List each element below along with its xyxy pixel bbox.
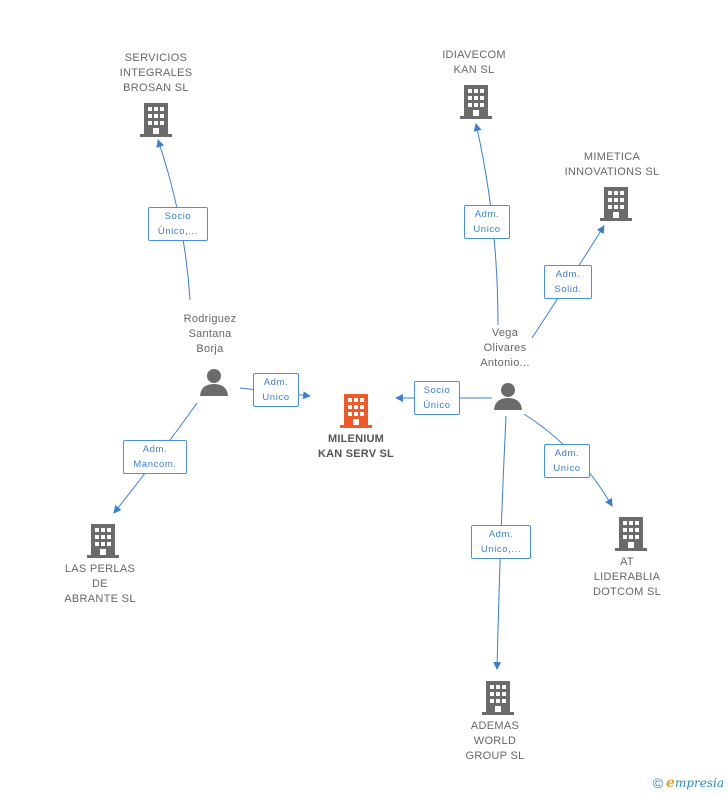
building-icon[interactable]: [615, 515, 647, 551]
node-line: IDIAVECOM: [442, 49, 506, 61]
company-label-at[interactable]: AT LIDERABLIA DOTCOM SL: [572, 555, 682, 600]
edge-label-line: Solid.: [554, 284, 582, 295]
person-label-vega[interactable]: Vega Olivares Antonio...: [450, 326, 560, 371]
building-icon[interactable]: [87, 522, 119, 558]
company-label-idiavecom[interactable]: IDIAVECOM KAN SL: [414, 48, 534, 78]
center-company-label[interactable]: MILENIUM KAN SERV SL: [296, 432, 416, 462]
edge-label-line: Adm.: [555, 269, 581, 280]
person-label-rodriguez[interactable]: Rodriguez Santana Borja: [150, 312, 270, 357]
node-line: DE: [92, 578, 108, 590]
edge-label-line: Adm.: [474, 209, 500, 220]
building-icon[interactable]: [460, 83, 492, 119]
edge-label-line: Adm.: [554, 448, 580, 459]
edge-label-rodriguez-perlas[interactable]: Adm. Mancom.: [123, 440, 187, 474]
node-line: LIDERABLIA: [593, 571, 661, 583]
edge-label-vega-center[interactable]: Socio Único: [414, 381, 460, 415]
edge-label-line: Adm.: [142, 444, 168, 455]
edge-label-line: Unico,...: [480, 544, 522, 555]
node-line: BROSAN SL: [123, 82, 189, 94]
node-line: KAN SL: [453, 64, 495, 76]
building-icon[interactable]: [140, 101, 172, 137]
node-line: MIMETICA: [583, 151, 641, 163]
node-line: GROUP SL: [465, 750, 525, 762]
node-line: Rodriguez: [183, 313, 237, 325]
node-line: Santana: [188, 328, 232, 340]
node-line: SERVICIOS: [124, 52, 188, 64]
node-line: Vega: [491, 327, 519, 339]
node-line: Antonio...: [480, 357, 530, 369]
node-line: ABRANTE SL: [64, 593, 136, 605]
edge-label-vega-mimetica[interactable]: Adm. Solid.: [544, 265, 592, 299]
edge-label-vega-at[interactable]: Adm. Unico: [544, 444, 590, 478]
copyright-icon: ©: [652, 775, 664, 791]
person-icon[interactable]: [199, 368, 229, 396]
edge-label-line: Unico: [262, 392, 290, 403]
edge-label-line: Unico: [553, 463, 581, 474]
building-icon[interactable]: [340, 392, 372, 428]
node-line: INNOVATIONS SL: [564, 166, 660, 178]
building-icon[interactable]: [600, 185, 632, 221]
edge-label-line: Adm.: [263, 377, 289, 388]
edge-label-line: Socio: [164, 211, 192, 222]
node-line: WORLD: [473, 735, 517, 747]
building-icon[interactable]: [482, 679, 514, 715]
node-line: Olivares: [483, 342, 527, 354]
node-line: KAN SERV SL: [318, 448, 394, 460]
edge-label-line: Unico: [473, 224, 501, 235]
edge-label-rodriguez-center[interactable]: Adm. Unico: [253, 373, 299, 407]
node-line: INTEGRALES: [119, 67, 193, 79]
brand-footer[interactable]: © empresia: [653, 775, 724, 791]
person-icon[interactable]: [493, 382, 523, 410]
edge-label-line: Único: [423, 400, 451, 411]
edge-label-line: Mancom.: [133, 459, 177, 470]
edge-label-vega-idiavecom[interactable]: Adm. Unico: [464, 205, 510, 239]
company-label-mimetica[interactable]: MIMETICA INNOVATIONS SL: [552, 150, 672, 180]
node-line: DOTCOM SL: [592, 586, 662, 598]
edge-label-line: Único,...: [157, 226, 199, 237]
node-line: MILENIUM: [328, 433, 384, 445]
node-line: Borja: [196, 343, 224, 355]
edge-label-line: Socio: [423, 385, 451, 396]
node-line: ADEMAS: [470, 720, 520, 732]
brand-logo: empresia: [666, 775, 724, 791]
edge-label-vega-ademas[interactable]: Adm. Unico,...: [471, 525, 531, 559]
edge-label-line: Adm.: [488, 529, 514, 540]
node-line: LAS PERLAS: [64, 563, 136, 575]
company-label-servicios[interactable]: SERVICIOS INTEGRALES BROSAN SL: [96, 51, 216, 96]
company-label-ademas[interactable]: ADEMAS WORLD GROUP SL: [440, 719, 550, 764]
node-line: AT: [620, 556, 634, 568]
edge-label-rodriguez-servicios[interactable]: Socio Único,...: [148, 207, 208, 241]
company-label-perlas[interactable]: LAS PERLAS DE ABRANTE SL: [40, 562, 160, 607]
